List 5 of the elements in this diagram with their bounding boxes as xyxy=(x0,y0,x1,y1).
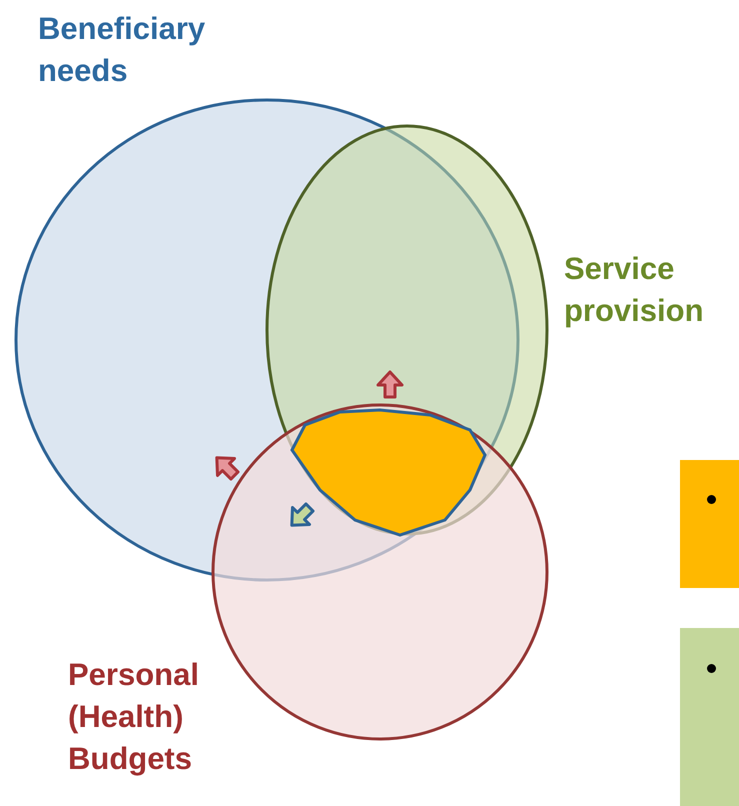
set-label: Service provision xyxy=(564,250,705,330)
highlight-panel xyxy=(680,628,739,806)
set-label: Personal (Health) Budgets xyxy=(68,656,200,778)
highlight-panel xyxy=(680,460,739,588)
set-label: Beneficiary needs xyxy=(38,10,206,90)
